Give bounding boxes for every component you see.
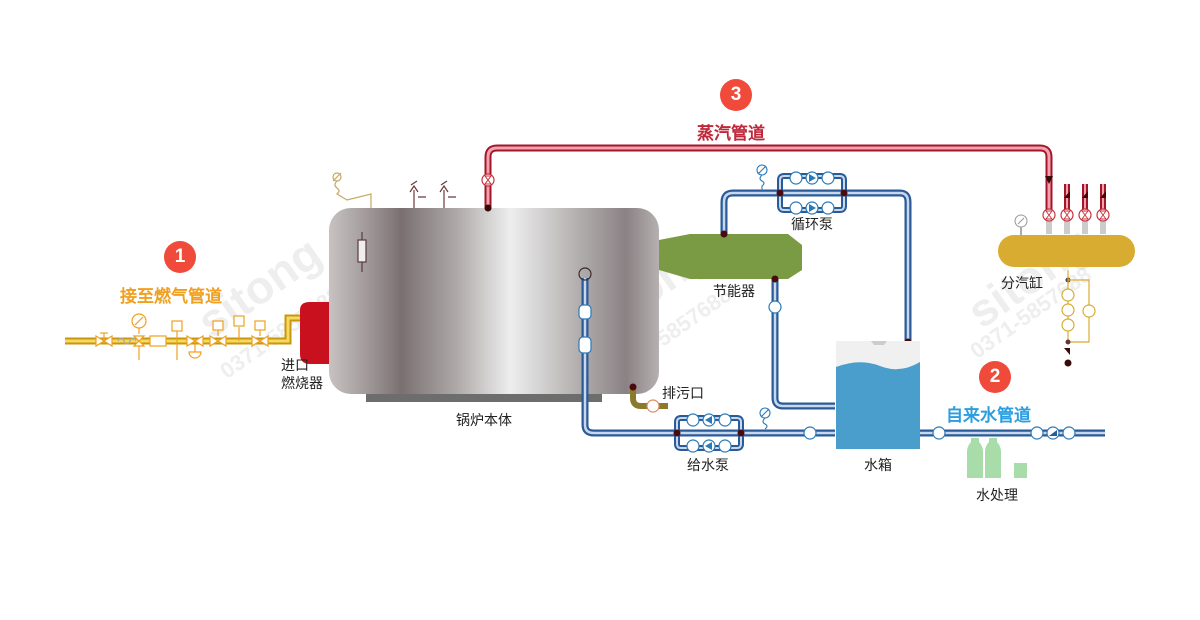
filter-icon bbox=[149, 335, 167, 347]
label-water-treatment: 水处理 bbox=[976, 488, 1018, 504]
pressure-gauge-icon bbox=[131, 313, 147, 360]
steam-header bbox=[998, 235, 1135, 267]
label-burner-line1: 进口 bbox=[281, 358, 309, 374]
blowdown-pipe bbox=[629, 383, 668, 413]
label-circulation-pump: 循环泵 bbox=[791, 217, 833, 233]
section-badge-steam: 3 bbox=[720, 79, 752, 111]
header-pressure-gauge-icon bbox=[1014, 214, 1028, 235]
gas-valve-icon bbox=[95, 332, 113, 348]
flex-hose-icon bbox=[117, 337, 137, 345]
regulator-valve-icon bbox=[186, 334, 204, 359]
gas-pipeline bbox=[65, 313, 308, 360]
solenoid-valve-icon bbox=[209, 320, 227, 348]
section-title-water: 自来水管道 bbox=[946, 406, 1031, 426]
solenoid-valve-icon bbox=[251, 320, 269, 348]
boiler-pressure-gauge-icon bbox=[332, 172, 372, 208]
section-title-steam: 蒸汽管道 bbox=[697, 124, 765, 144]
section-title-gas: 接至燃气管道 bbox=[120, 287, 222, 307]
feed-line-valve-icon bbox=[803, 426, 817, 440]
boiler-base bbox=[366, 392, 602, 402]
safety-valve-icon bbox=[409, 180, 426, 208]
circ-pressure-gauge-icon bbox=[756, 164, 768, 192]
inlet-valve-icons bbox=[578, 304, 592, 354]
header-valve-icon bbox=[1042, 208, 1110, 222]
label-burner-line2: 燃烧器 bbox=[281, 376, 323, 392]
safety-valve-icon bbox=[439, 180, 456, 208]
flow-arrow-icon bbox=[1045, 176, 1053, 184]
label-water-tank: 水箱 bbox=[864, 458, 892, 474]
burner bbox=[300, 302, 330, 364]
label-boiler: 锅炉本体 bbox=[456, 413, 512, 429]
label-blowdown: 排污口 bbox=[662, 386, 704, 402]
water-tank bbox=[836, 341, 920, 449]
steam-outlets bbox=[1042, 184, 1110, 234]
level-gauge-icon bbox=[357, 232, 367, 272]
section-badge-water: 2 bbox=[979, 361, 1011, 393]
boiler-water-inlet bbox=[578, 267, 592, 281]
pressure-switch-icon bbox=[233, 315, 245, 341]
boiler-body bbox=[329, 208, 659, 394]
section-badge-gas: 1 bbox=[164, 241, 196, 273]
economizer-valve-icon bbox=[768, 300, 782, 314]
label-economizer: 节能器 bbox=[713, 284, 755, 300]
flow-meter-icon bbox=[171, 320, 183, 360]
economizer bbox=[659, 234, 802, 279]
city-water-valve-icons bbox=[932, 426, 1076, 440]
steam-valve-icon bbox=[481, 173, 495, 187]
label-steam-header: 分汽缸 bbox=[1001, 276, 1043, 292]
steam-pipeline bbox=[481, 144, 1053, 212]
label-feed-pump: 给水泵 bbox=[687, 458, 729, 474]
water-treatment bbox=[967, 438, 1027, 478]
feed-pressure-gauge-icon bbox=[759, 407, 771, 430]
header-drain bbox=[1061, 270, 1096, 367]
